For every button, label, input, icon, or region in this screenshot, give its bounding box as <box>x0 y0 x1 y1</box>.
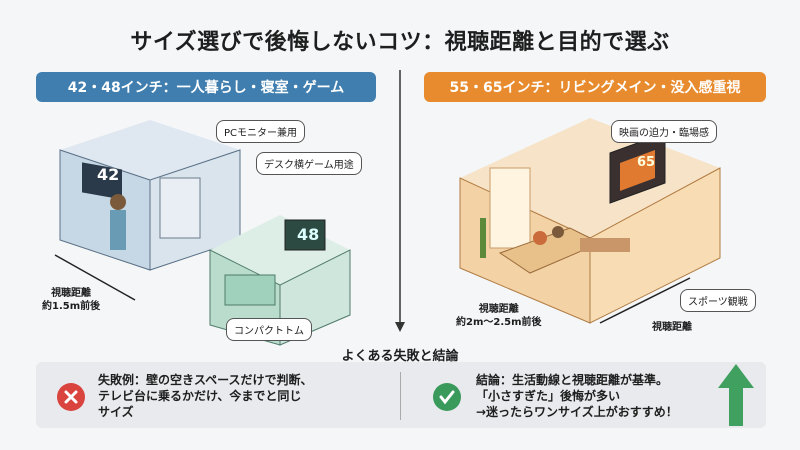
check-circle-icon <box>433 383 461 411</box>
conclusion-text: 結論：生活動線と視聴距離が基準。 「小さすぎた」後悔が多い →迷ったらワンサイズ… <box>476 372 678 420</box>
x-circle-icon <box>57 383 85 411</box>
fail-line: 失敗例：壁の空きスペースだけで判断、 <box>98 373 313 387</box>
summary-divider <box>400 372 401 420</box>
summary-heading: よくある失敗と結論 <box>341 349 459 364</box>
distance-value: 約2m〜2.5m前後 <box>456 317 542 328</box>
distance-title: 視聴距離 <box>478 304 519 315</box>
callout-desk-game: デスク横ゲーム用途 <box>256 152 362 175</box>
conclusion-line: →迷ったらワンサイズ上がおすすめ！ <box>476 405 678 419</box>
conclusion-line: 結論：生活動線と視聴距離が基準。 <box>476 373 669 387</box>
arrow-up-icon <box>718 364 754 426</box>
tv-48-label: 48 <box>297 225 320 244</box>
right-banner: 55・65インチ：リビングメイン・没入感重視 <box>424 72 766 102</box>
callout-sports: スポーツ観戦 <box>680 289 756 312</box>
page-title: サイズ選びで後悔しないコツ：視聴距離と目的で選ぶ <box>130 30 670 55</box>
distance-value: 約1.5m前後 <box>42 301 101 312</box>
conclusion-line: 「小さすぎた」後悔が多い <box>476 389 621 403</box>
callout-pc-monitor: PCモニター兼用 <box>216 120 306 143</box>
callout-movie: 映画の迫力・臨場感 <box>611 120 717 143</box>
left-distance-label: 視聴距離 約1.5m前後 <box>42 287 100 313</box>
callout-compact: コンパクトトム <box>226 318 312 341</box>
left-banner: 42・48インチ：一人暮らし・寝室・ゲーム <box>36 72 376 102</box>
summary-panel <box>36 362 766 428</box>
fail-line: テレビ台に乗るかだけ、今までと同じ <box>98 389 302 403</box>
right-distance-label: 視聴距離 約2m〜2.5m前後 <box>456 303 542 329</box>
tv-65-label: 65 <box>637 155 656 170</box>
tv-42-label: 42 <box>97 165 120 184</box>
fail-text: 失敗例：壁の空きスペースだけで判断、 テレビ台に乗るかだけ、今までと同じ サイズ <box>98 372 313 420</box>
distance-title: 視聴距離 <box>51 288 92 299</box>
living-room-illustration <box>459 118 721 324</box>
right-distance-short: 視聴距離 <box>652 322 692 333</box>
divider-arrow <box>395 70 405 332</box>
fail-line: サイズ <box>98 405 134 419</box>
